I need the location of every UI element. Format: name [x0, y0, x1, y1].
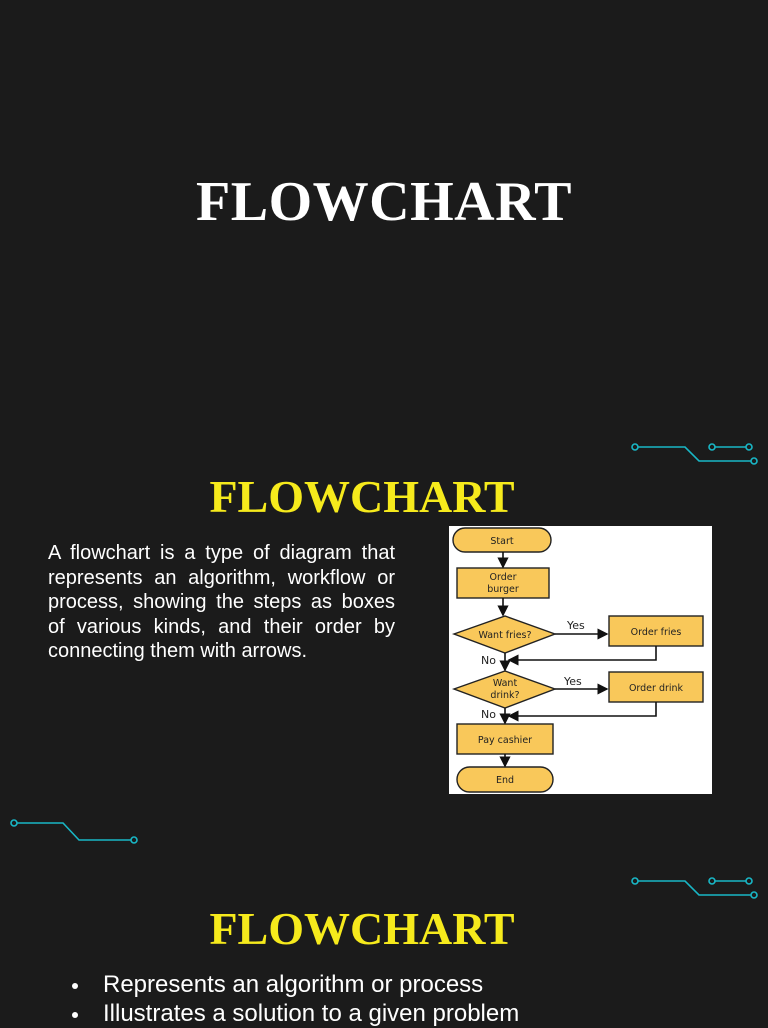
bullet-text: Illustrates a solution to a given proble…	[103, 1000, 520, 1027]
start-terminal	[452, 527, 552, 553]
order-drink-label: Order drink	[629, 683, 684, 694]
order-burger-label-1: Order	[490, 572, 517, 583]
want-drink-label-1: Want	[493, 678, 518, 689]
order-fries-box	[608, 615, 704, 647]
drink-yes-label: Yes	[563, 675, 582, 688]
bullet-item: Represents an algorithm or process	[72, 970, 752, 999]
fries-yes-label: Yes	[566, 619, 585, 632]
want-fries-label: Want fries?	[478, 630, 531, 641]
order-fries-label: Order fries	[631, 627, 682, 638]
pay-cashier-label: Pay cashier	[478, 735, 532, 746]
order-drink-box	[608, 671, 704, 703]
arrow-orderdrink-return	[507, 702, 657, 722]
fries-no-label: No	[481, 654, 496, 667]
want-drink-label-2: drink?	[490, 690, 519, 701]
circuit-decoration-left	[10, 819, 138, 844]
title-slide-heading: FLOWCHART	[196, 171, 572, 233]
bullet-dot-icon	[72, 983, 78, 989]
definition-slide-title: FLOWCHART	[209, 471, 515, 522]
order-burger-label-2: burger	[487, 584, 519, 595]
arrow-orderfries-return	[507, 646, 657, 666]
start-label: Start	[490, 536, 513, 547]
circuit-decoration-top-right	[631, 443, 758, 465]
bullet-text: Represents an algorithm or process	[103, 971, 484, 998]
bullet-item: Illustrates a solution to a given proble…	[72, 999, 752, 1028]
drink-no-label: No	[481, 708, 496, 721]
bullet-list: Represents an algorithm or process Illus…	[72, 970, 752, 1028]
bullet-dot-icon	[72, 1012, 78, 1018]
flowchart-example-image: Start Order burger Want fries? Order fri…	[449, 526, 712, 794]
bullets-slide-title: FLOWCHART	[209, 903, 515, 954]
order-burger-box	[456, 567, 550, 599]
end-label: End	[496, 775, 514, 786]
flowchart-definition-text: A flowchart is a type of diagram that re…	[48, 542, 395, 662]
circuit-decoration-bottom-right	[631, 877, 758, 899]
